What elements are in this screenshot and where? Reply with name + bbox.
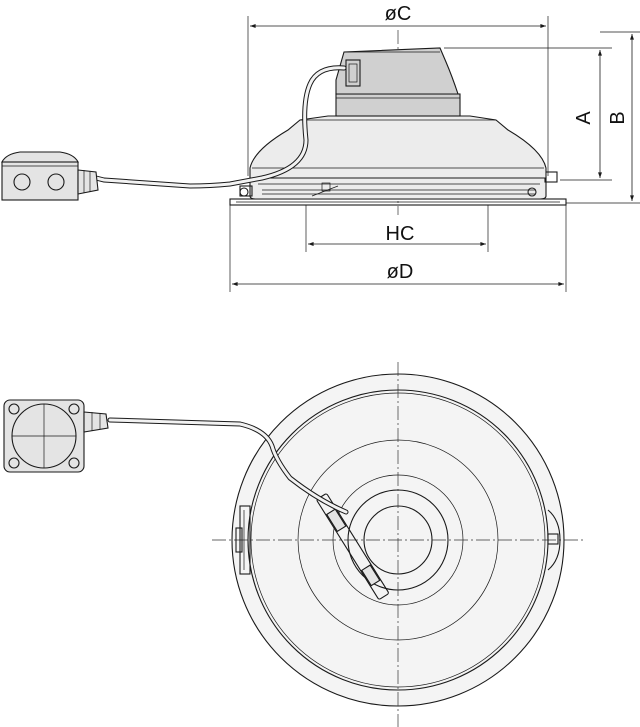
dimension-a: A — [444, 47, 612, 181]
cable-gland-top — [83, 411, 109, 433]
cable-gland-hole-icon — [47, 173, 65, 191]
screw-icon — [8, 403, 20, 415]
dimension-b: B — [566, 31, 640, 204]
dimension-dia-d: øD — [229, 205, 567, 292]
dim-label-a: A — [573, 111, 595, 125]
dim-label-b: B — [607, 111, 629, 124]
dim-label-dia-c: øC — [385, 3, 412, 25]
cable-gland — [77, 169, 99, 195]
screw-icon — [8, 457, 20, 469]
dim-label-hc: HC — [386, 223, 415, 245]
screw-icon — [68, 457, 80, 469]
junction-box-side — [1, 151, 99, 201]
plan-fixing-lug-right — [547, 509, 561, 571]
motor-housing — [335, 47, 459, 95]
plan-terminal-block — [316, 493, 389, 600]
fan-cowl — [249, 115, 547, 179]
side-elevation-view: øC A B HC øD — [1, 3, 640, 292]
plan-fixing-lug-left — [239, 505, 251, 575]
fixing-bolt-left — [239, 187, 249, 197]
fan-base-ring — [249, 177, 547, 200]
junction-box-top — [3, 399, 109, 473]
dimension-dia-c: øC — [247, 3, 549, 176]
fixing-bolt-right — [527, 187, 537, 197]
motor-neck — [335, 93, 461, 117]
cable-gland-hole-icon — [13, 173, 31, 191]
dimension-hc: HC — [305, 205, 489, 252]
terminal-cover — [345, 59, 361, 87]
screw-icon — [68, 403, 80, 415]
dim-label-dia-d: øD — [387, 261, 414, 283]
plan-view — [3, 362, 585, 727]
